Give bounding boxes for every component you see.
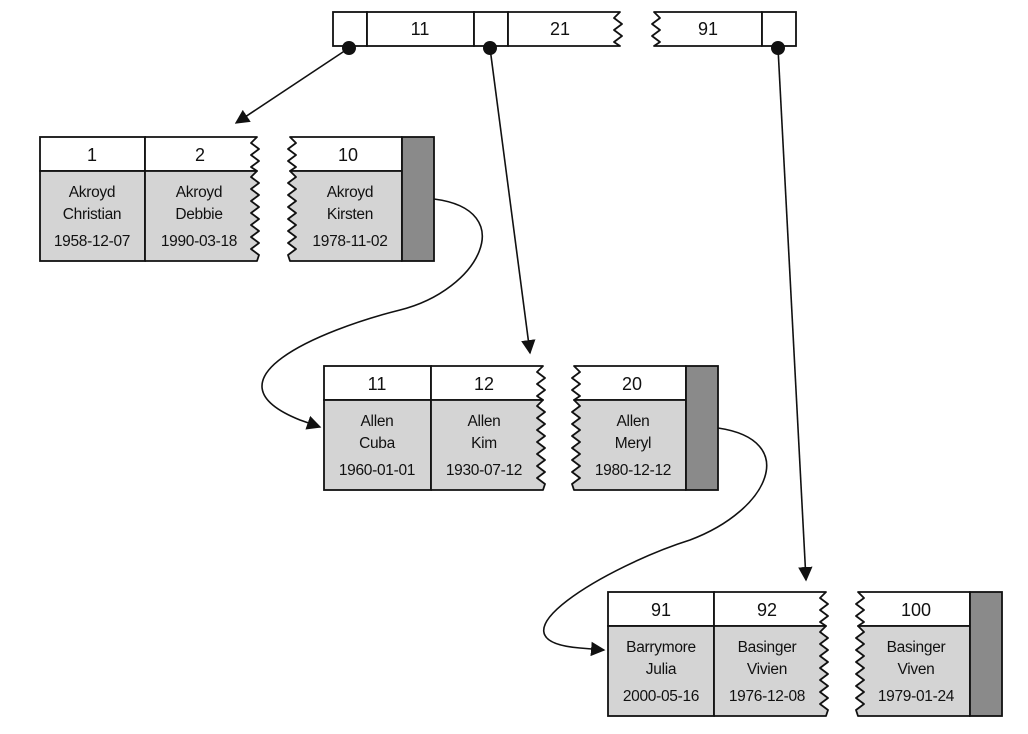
leaf-3-row-1-last-name: Barrymore (626, 639, 696, 656)
leaf-2-row-1-last-name: Allen (361, 413, 394, 430)
root-key-3: 91 (698, 19, 718, 39)
leaf-2-row-2-last-name: Allen (468, 413, 501, 430)
leaf-2-row-1-dob: 1960-01-01 (339, 462, 415, 479)
leaf-1-row-cell-2 (144, 170, 260, 262)
leaf-2-next-pointer-slot (685, 365, 719, 491)
leaf-1-row-3-last-name: Akroyd (327, 184, 373, 201)
leaf-2-row-cell-1 (323, 399, 432, 491)
leaf-1-row-2-first-name: Debbie (175, 206, 222, 223)
leaf-1-row-cell-1 (39, 170, 146, 262)
leaf-1-row-2-last-name: Akroyd (176, 184, 222, 201)
leaf-node-1: 1 2 10 Akroyd Christian 1958-12-07 Akroy… (39, 136, 435, 262)
leaf-1-row-1-first-name: Christian (63, 206, 121, 223)
leaf-2-key-3: 20 (622, 374, 642, 394)
leaf-2-row-2-dob: 1930-07-12 (446, 462, 522, 479)
leaf-2-key-2: 12 (474, 374, 494, 394)
leaf-3-row-3-last-name: Basinger (887, 639, 946, 656)
leaf-3-key-1: 91 (651, 600, 671, 620)
root-key-cell-3 (651, 11, 763, 47)
leaf-3-row-3-first-name: Viven (898, 661, 935, 678)
leaf-2-row-2-first-name: Kim (471, 435, 497, 452)
leaf-2-row-1-first-name: Cuba (359, 435, 396, 452)
leaf-1-to-leaf-2-link (261, 198, 483, 430)
leaf-1-row-3-dob: 1978-11-02 (312, 233, 387, 250)
leaf-node-3: 91 92 100 Barrymore Julia 2000-05-16 Bas… (607, 591, 1003, 717)
root-to-leaf-2-arrow (489, 47, 536, 355)
leaf-3-row-1-dob: 2000-05-16 (623, 688, 699, 705)
root-pointer-slot-1 (332, 11, 368, 47)
leaf-3-row-2-dob: 1976-12-08 (729, 688, 805, 705)
leaf-1-row-2-dob: 1990-03-18 (161, 233, 237, 250)
leaf-1-next-pointer-slot (401, 136, 435, 262)
leaf-3-row-2-first-name: Vivien (747, 661, 787, 678)
leaf-3-key-2: 92 (757, 600, 777, 620)
leaf-2-row-cell-2 (430, 399, 546, 491)
leaf-1-key-3: 10 (338, 145, 358, 165)
root-node-left-part (332, 11, 623, 47)
root-key-cell-1 (366, 11, 475, 47)
leaf-3-row-3-dob: 1979-01-24 (878, 688, 955, 705)
leaf-2-row-3-last-name: Allen (617, 413, 650, 430)
leaf-2-key-cell-1 (323, 365, 432, 401)
root-key-cell-2 (507, 11, 623, 47)
root-node: 11 21 91 (332, 11, 797, 55)
leaf-3-row-cell-1 (607, 625, 715, 717)
leaf-node-2: 11 12 20 Allen Cuba 1960-01-01 Allen Kim… (323, 365, 719, 491)
root-to-leaf-3-arrow (777, 47, 813, 582)
leaf-1-row-1-dob: 1958-12-07 (54, 233, 130, 250)
root-key-2: 21 (550, 19, 570, 39)
leaf-3-next-pointer-slot (969, 591, 1003, 717)
leaf-2-row-3-dob: 1980-12-12 (595, 462, 671, 479)
leaf-3-row-2-last-name: Basinger (738, 639, 797, 656)
leaf-2-row-3-first-name: Meryl (615, 435, 651, 452)
leaf-3-row-1-first-name: Julia (646, 661, 677, 678)
root-key-1: 11 (411, 19, 430, 39)
leaf-1-key-2: 2 (195, 145, 205, 165)
leaf-1-key-1: 1 (87, 145, 97, 165)
leaf-2-to-leaf-3-link (542, 427, 768, 657)
leaf-1-row-3-first-name: Kirsten (327, 206, 373, 223)
leaf-1-row-1-last-name: Akroyd (69, 184, 115, 201)
root-to-leaf-1-arrow (234, 47, 350, 124)
root-pointer-slot-2 (473, 11, 509, 47)
root-node-right-part (651, 11, 797, 47)
leaf-3-row-cell-3 (855, 625, 971, 717)
leaf-3-row-cell-2 (713, 625, 829, 717)
root-pointer-slot-3 (761, 11, 797, 47)
leaf-3-key-3: 100 (901, 600, 931, 620)
leaf-2-row-cell-3 (571, 399, 687, 491)
leaf-1-row-cell-3 (287, 170, 403, 262)
leaf-2-key-1: 11 (368, 374, 387, 394)
